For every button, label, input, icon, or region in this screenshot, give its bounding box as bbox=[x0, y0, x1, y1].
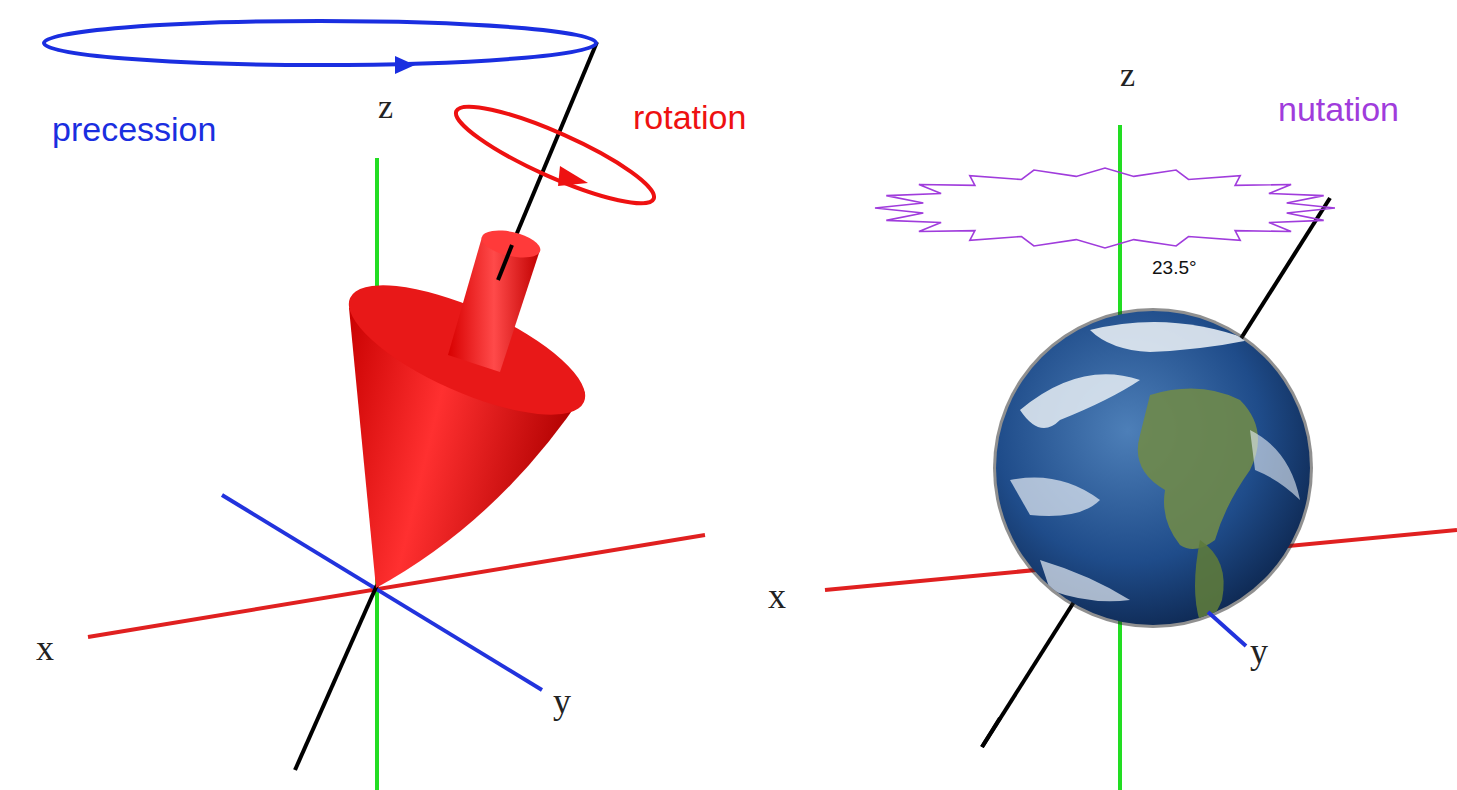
earth-figure bbox=[825, 125, 1457, 790]
axis-label: y bbox=[553, 683, 571, 719]
nutation-path bbox=[875, 168, 1335, 248]
axis-label: x bbox=[36, 630, 54, 666]
nutation-path bbox=[875, 168, 1335, 248]
axis-label: z bbox=[1120, 58, 1135, 92]
axis-label: y bbox=[1250, 633, 1268, 669]
top-stem-cap bbox=[479, 226, 543, 263]
earth-axis bbox=[982, 198, 1330, 747]
earth bbox=[996, 311, 1310, 625]
arrowhead bbox=[558, 166, 588, 186]
axis-label: x bbox=[768, 578, 786, 614]
angle-label: 23.5° bbox=[1152, 258, 1197, 277]
spinning-top-figure bbox=[44, 21, 705, 790]
y-axis bbox=[1208, 612, 1246, 646]
rotation-orbit bbox=[447, 91, 662, 219]
arrowhead bbox=[395, 56, 415, 74]
motion-label: precession bbox=[52, 112, 216, 146]
precession-orbit bbox=[44, 21, 596, 65]
spin-axis bbox=[295, 585, 377, 770]
motion-label: nutation bbox=[1278, 92, 1399, 126]
motion-label: rotation bbox=[633, 100, 746, 134]
axis-label: z bbox=[378, 90, 393, 124]
